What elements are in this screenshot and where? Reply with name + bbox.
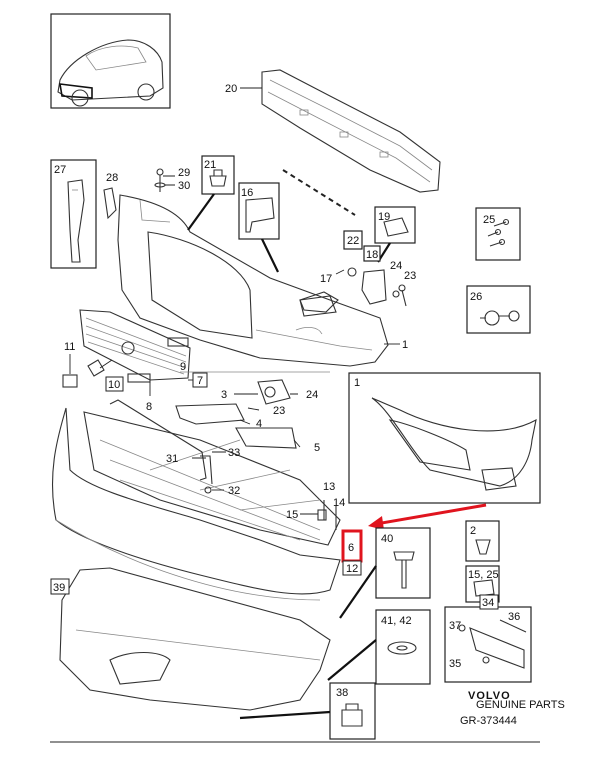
part-27-sensor — [466, 285, 531, 334]
grille — [79, 309, 191, 381]
callout-39: 38 — [336, 687, 348, 699]
side-bracket-left — [50, 159, 97, 269]
part-33-clip — [204, 486, 212, 494]
inset-bumper-view — [348, 372, 541, 504]
vehicle-thumbnail — [50, 13, 171, 109]
callout-28: 27 — [54, 164, 66, 176]
drawing-reference: GR-373444 — [460, 715, 517, 727]
callout-14: 14 — [333, 497, 345, 509]
leader-21 — [187, 193, 215, 231]
callout-26: 25 — [483, 214, 495, 226]
part-21-clip — [201, 155, 235, 195]
callout-24: 24 — [390, 260, 402, 272]
callout-35: 34 — [482, 597, 494, 609]
callout-15: 15 — [286, 509, 298, 521]
leader-16 — [261, 238, 279, 273]
callout-37: 36 — [508, 611, 520, 623]
callout-9: 9 — [180, 361, 186, 373]
callout-31: 30 — [178, 180, 190, 192]
callout-8: 8 — [146, 401, 152, 413]
leader-43 — [327, 639, 377, 681]
brand-name: VOLVO — [468, 690, 511, 702]
callout-30: 29 — [178, 167, 190, 179]
callout-27: 26 — [470, 291, 482, 303]
callout-36: 35 — [449, 658, 461, 670]
part-9-detail — [167, 337, 189, 347]
leader-lines — [69, 87, 400, 515]
part-16-bracket — [238, 182, 280, 240]
callout-16: 16 — [241, 187, 253, 199]
part-15-clip — [317, 509, 327, 521]
callout-38: 37 — [449, 620, 461, 632]
callout-1-inset: 1 — [354, 377, 360, 389]
part-19-bracket — [374, 206, 416, 244]
callout-6-highlighted: 6 — [348, 542, 354, 554]
callout-41-42: 40 — [381, 533, 393, 545]
bumper-cover — [117, 194, 389, 367]
callout-40: 39 — [53, 582, 65, 594]
callout-11: 11 — [64, 341, 75, 353]
callout-23-lower: 23 — [273, 405, 285, 417]
callout-2-side: 2 — [470, 525, 476, 537]
part-29-clip — [103, 187, 117, 220]
callout-43: 41, 42 — [381, 615, 412, 627]
callout-15-25: 15, 25 — [468, 569, 499, 581]
part-32-34-bracket — [109, 399, 213, 485]
reinforcement-guide-line — [282, 169, 356, 216]
fog-grille-right — [235, 427, 297, 449]
callout-32: 31 — [166, 453, 178, 465]
callout-12: 12 — [346, 563, 358, 575]
part-18-bracket — [361, 269, 387, 305]
callout-18: 18 — [366, 249, 378, 261]
part-39-nut — [329, 682, 376, 740]
callout-25: 24 — [306, 389, 318, 401]
part-2-clip — [465, 520, 500, 562]
callout-1: 1 — [402, 339, 408, 351]
part-43-washer — [375, 609, 431, 685]
callout-7: 7 — [197, 375, 203, 387]
fog-grille-left — [175, 403, 245, 425]
callout-21: 21 — [204, 159, 216, 171]
callout-3: 3 — [221, 389, 227, 401]
callout-20: 20 — [225, 83, 237, 95]
callout-box-35 — [479, 594, 499, 610]
callout-box-12 — [342, 560, 362, 576]
callout-34: 33 — [228, 447, 240, 459]
screw-30-31 — [154, 168, 166, 192]
part-41-42-bolt — [375, 527, 431, 599]
part-26-fasteners — [475, 207, 521, 261]
callout-5: 5 — [314, 442, 320, 454]
lower-bumper-spoiler — [51, 407, 341, 601]
part-37-bracket-set — [444, 606, 532, 683]
callout-29: 28 — [106, 172, 118, 184]
brand-tagline: GENUINE PARTS — [476, 699, 565, 711]
part-22-nut — [343, 230, 381, 277]
callout-23-upper: 23 — [404, 270, 416, 282]
underbody-cover — [59, 567, 331, 711]
callout-17: 17 — [320, 273, 332, 285]
leader-41 — [339, 565, 377, 619]
callout-10: 10 — [108, 379, 120, 391]
fog-light-assembly — [180, 371, 330, 405]
part-17-bracket — [299, 291, 339, 313]
callout-33: 32 — [228, 485, 240, 497]
leader-39 — [239, 710, 331, 720]
callout-box-7 — [192, 372, 208, 388]
callout-19: 19 — [378, 211, 390, 223]
part-11-trim — [62, 374, 78, 388]
callout-box-40 — [50, 578, 70, 595]
callout-13: 13 — [323, 481, 335, 493]
callout-4: 4 — [256, 418, 262, 430]
callout-box-10 — [105, 376, 124, 392]
bumper-reinforcement-beam — [261, 69, 441, 193]
part-8-emblem — [127, 373, 151, 383]
callout-22: 22 — [347, 235, 359, 247]
part-10-clip — [87, 359, 105, 377]
bolt-24-23 — [392, 284, 407, 307]
highlight-arrow — [368, 503, 487, 530]
